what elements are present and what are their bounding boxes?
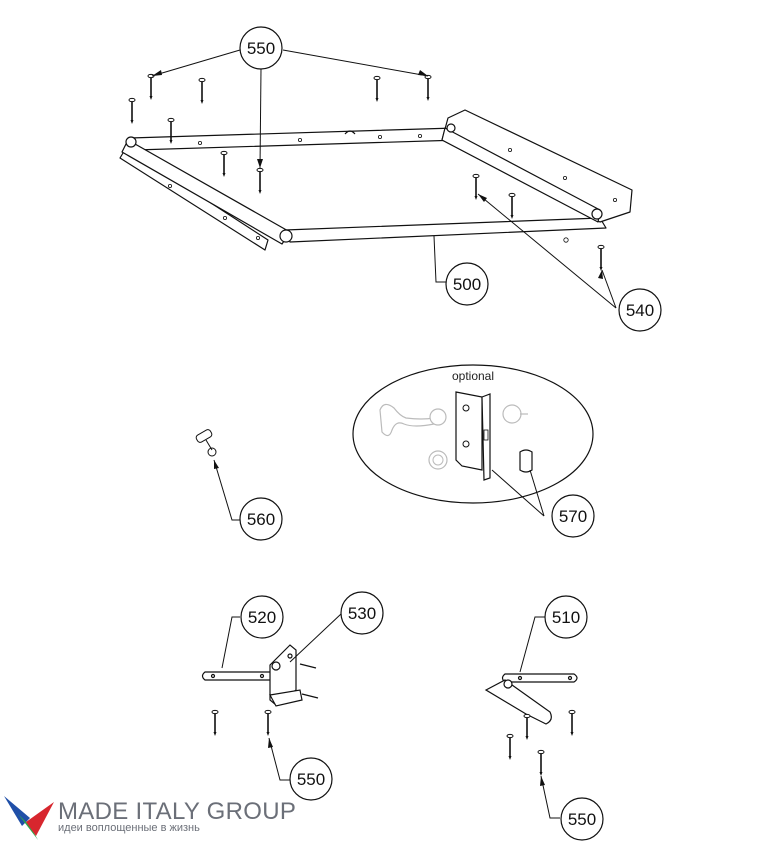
logo-name: MADE ITALY GROUP — [58, 798, 297, 825]
callout-leaders-top — [151, 49, 617, 309]
callout-550-mid: 550 — [289, 757, 333, 801]
svg-text:530: 530 — [348, 604, 376, 623]
frame-back-bar — [129, 127, 461, 151]
svg-text:520: 520 — [248, 608, 276, 627]
callout-570: 570 — [551, 494, 595, 538]
frame-right-bar — [441, 127, 601, 223]
frame-right-plate — [441, 109, 633, 223]
frame-assembly — [119, 109, 633, 251]
frame-front-bar — [284, 217, 607, 243]
svg-text:550: 550 — [247, 39, 275, 58]
callout-540: 540 — [618, 288, 662, 332]
logo-mark-icon — [4, 796, 54, 840]
optional-label: optional — [452, 369, 494, 383]
callout-550-right: 550 — [560, 797, 604, 841]
svg-text:550: 550 — [568, 810, 596, 829]
callout-530: 530 — [340, 591, 384, 635]
lock-strike — [519, 449, 533, 473]
svg-text:500: 500 — [453, 275, 481, 294]
callout-550-top: 550 — [239, 26, 283, 70]
screws-530-side — [299, 663, 319, 699]
part-560-bolt — [195, 429, 217, 457]
part-530-bracket — [269, 644, 303, 707]
svg-text:570: 570 — [559, 507, 587, 526]
svg-text:540: 540 — [626, 301, 654, 320]
lock-body — [455, 391, 483, 471]
callout-520: 520 — [240, 595, 284, 639]
optional-lock-group: optional — [352, 364, 594, 504]
callout-500: 500 — [445, 262, 489, 306]
frame-left-bar — [121, 139, 291, 245]
callout-arrowheads-top — [152, 70, 603, 279]
svg-text:560: 560 — [247, 510, 275, 529]
part-510-hinge-assembly — [484, 673, 578, 725]
callout-560: 560 — [239, 497, 283, 541]
svg-text:550: 550 — [297, 770, 325, 789]
callout-510: 510 — [544, 595, 588, 639]
svg-text:510: 510 — [552, 608, 580, 627]
part-520-hinge-arm — [201, 671, 274, 681]
logo-tagline: идеи воплощенные в жизнь — [58, 822, 200, 834]
